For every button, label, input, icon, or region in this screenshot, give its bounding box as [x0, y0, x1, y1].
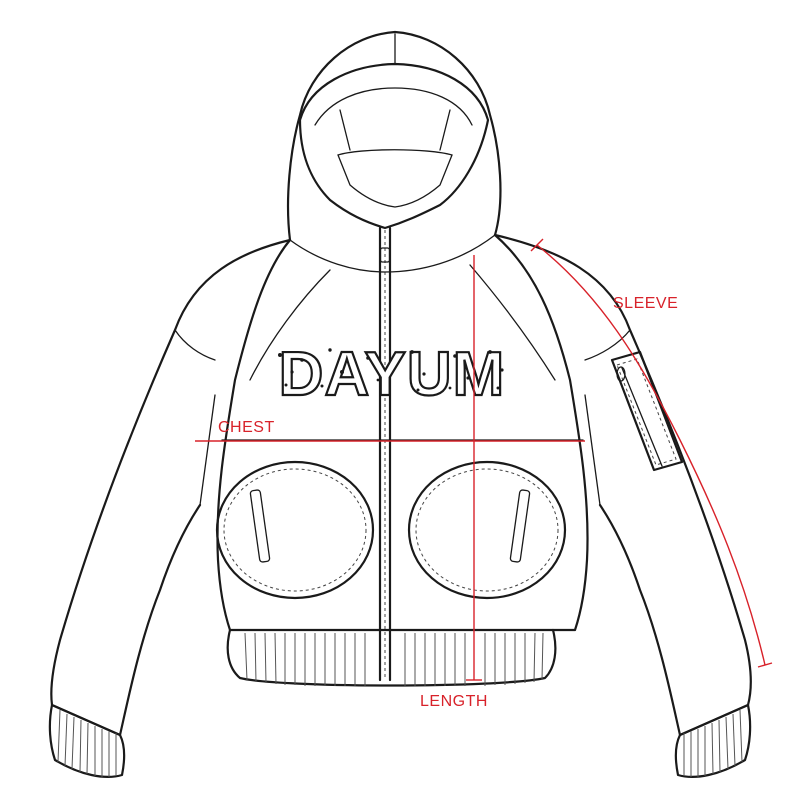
logo-speckle-pattern [278, 348, 504, 392]
right-cuff-ribbing [683, 709, 743, 777]
sleeve-measure-line [536, 244, 766, 666]
center-zipper [378, 226, 392, 682]
left-sleeve [48, 238, 292, 778]
sleeve-zip-pocket [610, 350, 684, 472]
sleeve-label: SLEEVE [613, 295, 678, 312]
left-cuff-ribbing [57, 709, 117, 777]
jacket-body [216, 226, 589, 687]
right-sleeve [493, 233, 752, 778]
hood [286, 30, 502, 273]
left-pocket [215, 460, 375, 600]
chest-logo-text: DAYUM [279, 340, 506, 409]
sleeve-measurement [530, 238, 773, 668]
sleeve-measure-tick-bottom [757, 662, 773, 668]
length-label: LENGTH [420, 693, 488, 710]
right-pocket [407, 460, 567, 600]
length-measurement [466, 255, 482, 681]
sleeve-measure-tick-top [530, 238, 544, 252]
hem-ribbing [244, 632, 544, 686]
chest-label: CHEST [218, 419, 275, 436]
